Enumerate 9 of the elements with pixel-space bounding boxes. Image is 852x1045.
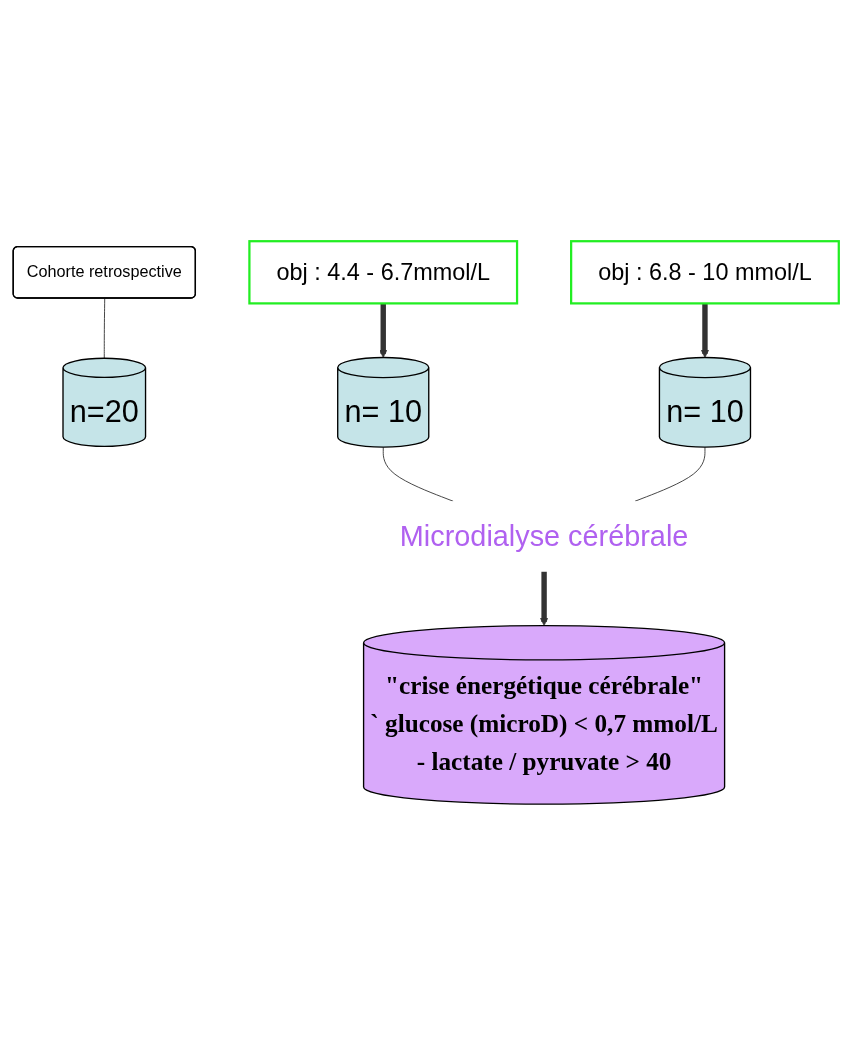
arrow [540, 571, 549, 626]
arrow [701, 303, 709, 358]
connector [103, 297, 106, 359]
connector [382, 446, 454, 502]
node-text: Microdialyse cérébrale [399, 519, 689, 553]
node-box: obj : 6.8 - 10 mmol/L [570, 239, 840, 305]
node-box: obj : 4.4 - 6.7mmol/L [248, 239, 519, 305]
connector [634, 446, 706, 502]
arrow [379, 303, 388, 358]
